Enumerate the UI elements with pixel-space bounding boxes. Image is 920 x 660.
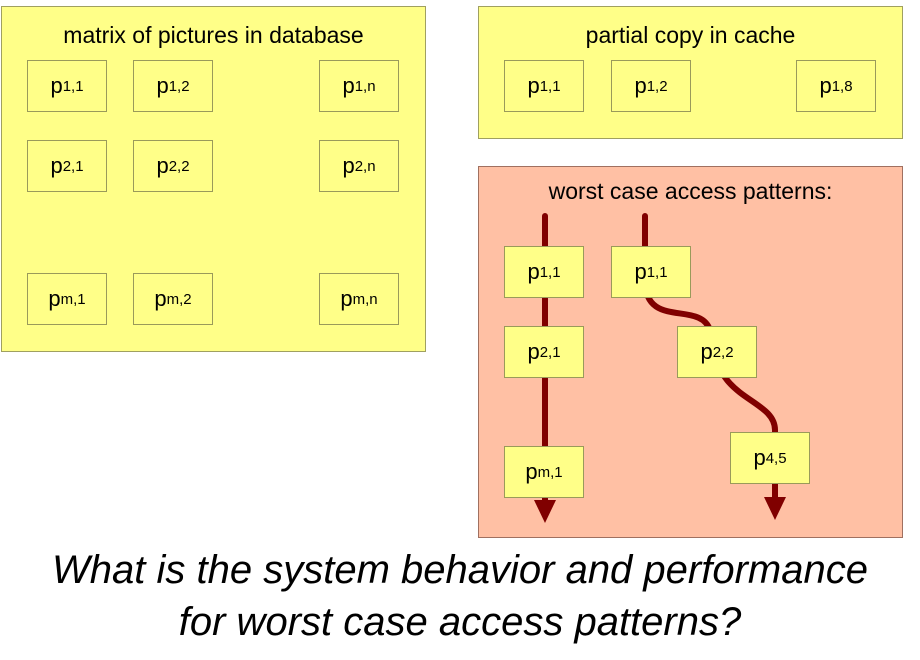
db-cell-p2n-sub: 2,n bbox=[354, 157, 376, 175]
db-cell-p21-sub: 2,1 bbox=[62, 157, 84, 175]
cache-panel-title: partial copy in cache bbox=[585, 22, 796, 48]
worst-diagonal-cell-p11-sub: 1,1 bbox=[646, 263, 668, 281]
db-cell-p1n-base: p bbox=[342, 73, 355, 98]
db-cell-pm2-base: p bbox=[154, 286, 167, 311]
cache-cell-p18-base: p bbox=[819, 73, 832, 98]
db-cell-pmn-sub: m,n bbox=[352, 290, 378, 308]
db-cell-p22-sub: 2,2 bbox=[168, 157, 190, 175]
db-cell-pm2-sub: m,2 bbox=[166, 290, 192, 308]
db-cell-p1n-sub: 1,n bbox=[354, 77, 376, 95]
cache-cell-p11-sub: 1,1 bbox=[539, 77, 561, 95]
cache-cell-p18-sub: 1,8 bbox=[831, 77, 853, 95]
db-cell-p12-sub: 1,2 bbox=[168, 77, 190, 95]
worst-case-panel-title: worst case access patterns: bbox=[548, 178, 833, 204]
question-line-1: What is the system behavior and performa… bbox=[52, 548, 868, 592]
db-cell-pm1-sub: m,1 bbox=[60, 290, 86, 308]
database-panel-title: matrix of pictures in database bbox=[63, 22, 364, 48]
db-cell-p12-base: p bbox=[156, 73, 169, 98]
worst-column-cell-p21-base: p bbox=[527, 339, 540, 364]
worst-column-cell-p11-sub: 1,1 bbox=[539, 263, 561, 281]
worst-diagonal-cell-p22-sub: 2,2 bbox=[712, 343, 734, 361]
db-cell-p11-base: p bbox=[50, 73, 63, 98]
worst-diagonal-cell-p45-sub: 4,5 bbox=[765, 449, 787, 467]
worst-diagonal-cell-p45-base: p bbox=[753, 445, 766, 470]
worst-column-cell-p11-base: p bbox=[527, 259, 540, 284]
worst-column-cell-pm1-sub: m,1 bbox=[537, 463, 563, 481]
db-cell-p11-sub: 1,1 bbox=[62, 77, 84, 95]
db-cell-p22-base: p bbox=[156, 153, 169, 178]
worst-column-cell-p21-sub: 2,1 bbox=[539, 343, 561, 361]
db-cell-p21-base: p bbox=[50, 153, 63, 178]
cache-cell-p12-sub: 1,2 bbox=[646, 77, 668, 95]
db-cell-pm1-base: p bbox=[48, 286, 61, 311]
cache-cell-p12-base: p bbox=[634, 73, 647, 98]
worst-diagonal-cell-p11-base: p bbox=[634, 259, 647, 284]
db-cell-p2n-base: p bbox=[342, 153, 355, 178]
worst-diagonal-cell-p22-base: p bbox=[700, 339, 713, 364]
db-cell-pmn-base: p bbox=[340, 286, 353, 311]
cache-cell-p11-base: p bbox=[527, 73, 540, 98]
worst-column-cell-pm1-base: p bbox=[525, 459, 538, 484]
question-line-2: for worst case access patterns? bbox=[178, 600, 742, 644]
